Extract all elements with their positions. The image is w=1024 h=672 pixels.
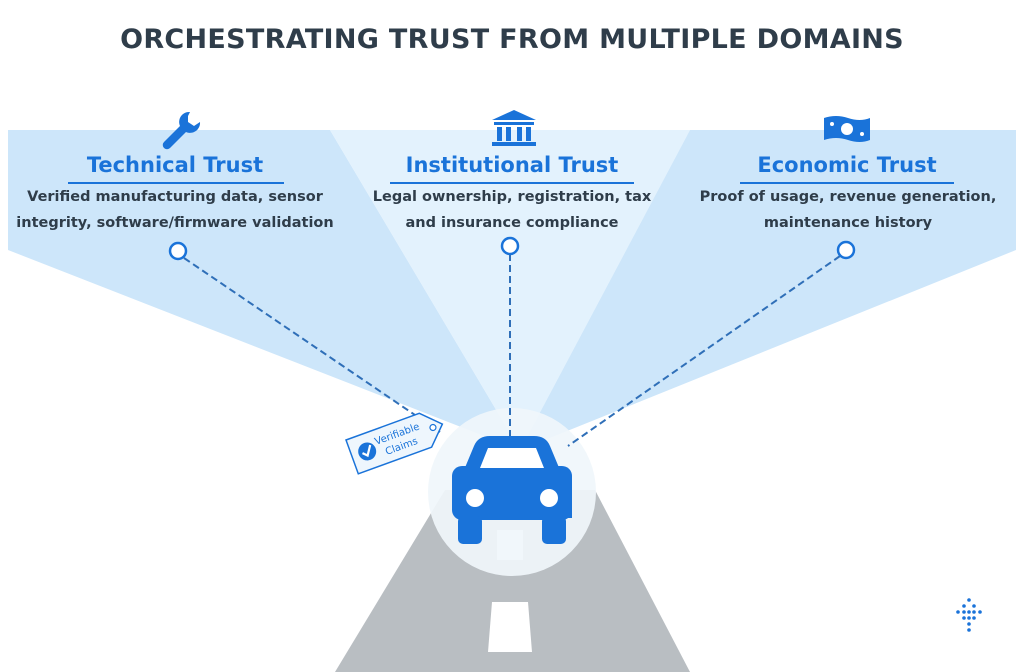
economic-beam [520, 130, 1016, 450]
economic-chain [567, 255, 841, 447]
road-marking-bottom [488, 602, 532, 652]
logo-dots [956, 598, 982, 632]
technical-trust-line-2: integrity, software/firmware validation [16, 215, 334, 231]
road [335, 490, 690, 672]
technical-chain [183, 257, 441, 433]
page-title: ORCHESTRATING TRUST FROM MULTIPLE DOMAIN… [120, 24, 904, 55]
verifiable-claims-tag: Verifiable Claims [345, 412, 444, 475]
technical-trust-line-1: Verified manufacturing data, sensor [27, 189, 323, 205]
economic-trust-rule [740, 182, 954, 184]
institutional-trust-line-2: and insurance compliance [405, 215, 619, 231]
wrench-icon [162, 111, 201, 150]
institutional-trust-line-1: Legal ownership, registration, tax [372, 189, 652, 205]
technical-trust-rule [68, 182, 284, 184]
car-icon [452, 436, 572, 544]
technical-trust-description: Verified manufacturing data, sensor inte… [10, 184, 340, 236]
economic-trust-heading: Economic Trust [757, 153, 937, 177]
bank-building-icon [492, 110, 536, 146]
economic-trust-line-2: maintenance history [763, 215, 933, 231]
banknote-icon [824, 116, 870, 142]
institutional-trust-description: Legal ownership, registration, tax and i… [350, 184, 674, 236]
technical-trust-heading: Technical Trust [86, 153, 264, 177]
check-icon [358, 442, 377, 461]
economic-trust-line-1: Proof of usage, revenue generation, [699, 189, 997, 205]
technical-ring [168, 241, 188, 261]
technical-beam [8, 130, 520, 450]
institutional-trust-heading: Institutional Trust [405, 153, 619, 177]
economic-ring [836, 240, 856, 260]
institutional-ring [500, 236, 520, 256]
economic-trust-description: Proof of usage, revenue generation, main… [690, 184, 1006, 236]
institutional-trust-rule [390, 182, 634, 184]
